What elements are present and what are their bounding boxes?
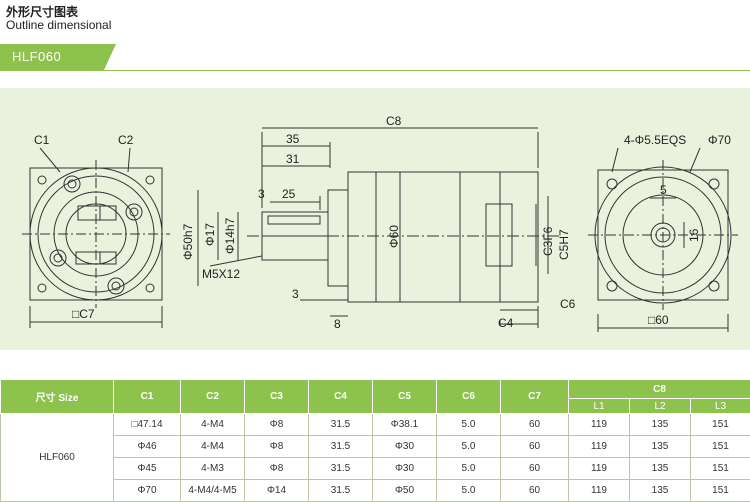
header-c3: C3 bbox=[244, 379, 309, 414]
table-cell: 4-M4/4-M5 bbox=[180, 479, 245, 502]
label-c3f6: C3F6 bbox=[541, 226, 555, 256]
table-cell: 5.0 bbox=[436, 457, 501, 480]
table-cell: Φ30 bbox=[372, 457, 437, 480]
size-cell: HLF060 bbox=[0, 413, 114, 502]
right-view bbox=[588, 147, 738, 332]
header-size: 尺寸 Size bbox=[0, 379, 114, 414]
table-cell: 151 bbox=[689, 457, 750, 480]
side-view bbox=[197, 127, 560, 328]
label-c5h7: C5H7 bbox=[557, 229, 571, 260]
table-cell: 151 bbox=[689, 435, 750, 458]
header-l1: L1 bbox=[568, 398, 630, 414]
label-c1: C1 bbox=[34, 133, 50, 147]
table-cell: Φ8 bbox=[244, 457, 309, 480]
table-cell: Φ8 bbox=[244, 435, 309, 458]
table-cell: Φ70 bbox=[113, 479, 181, 502]
label-16: 16 bbox=[687, 228, 701, 242]
label-d70: Φ70 bbox=[708, 133, 731, 147]
table-cell: Φ45 bbox=[113, 457, 181, 480]
label-d17: Φ17 bbox=[203, 223, 217, 246]
header-l3: L3 bbox=[689, 398, 750, 414]
table-cell: 119 bbox=[568, 413, 630, 436]
label-d50h7: Φ50h7 bbox=[181, 223, 195, 260]
header-l2: L2 bbox=[629, 398, 691, 414]
table-row: HLF060 □47.14 4-M4 Φ8 31.5 Φ38.1 5.0 60 … bbox=[0, 413, 750, 502]
divider-line bbox=[0, 70, 750, 71]
label-d60: Φ60 bbox=[387, 225, 401, 248]
table-cell: Φ8 bbox=[244, 413, 309, 436]
drawing-svg: C1 C2 □C7 C8 35 31 3 25 Φ50h7 Φ17 Φ14h7 … bbox=[22, 114, 738, 332]
header-c2: C2 bbox=[180, 379, 245, 414]
table-cell: Φ14 bbox=[244, 479, 309, 502]
model-tag: HLF060 bbox=[0, 44, 104, 70]
table-cell: 4-M3 bbox=[180, 457, 245, 480]
header-c7: C7 bbox=[500, 379, 569, 414]
table-cell: 5.0 bbox=[436, 479, 501, 502]
table-cell: 60 bbox=[500, 413, 569, 436]
table-cell: 31.5 bbox=[308, 457, 373, 480]
label-c4: C4 bbox=[498, 316, 514, 330]
table-cell: 31.5 bbox=[308, 413, 373, 436]
header-c8: C8 bbox=[567, 379, 750, 399]
table-cell: 31.5 bbox=[308, 435, 373, 458]
table-cell: Φ50 bbox=[372, 479, 437, 502]
label-c6: C6 bbox=[560, 297, 576, 311]
model-tag-notch bbox=[104, 44, 116, 70]
header-c5: C5 bbox=[372, 379, 437, 414]
section-title-en: Outline dimensional bbox=[6, 18, 112, 32]
table-cell: 60 bbox=[500, 457, 569, 480]
table-cell: Φ38.1 bbox=[372, 413, 437, 436]
header-c4: C4 bbox=[308, 379, 373, 414]
table-cell: 5.0 bbox=[436, 413, 501, 436]
table-cell: 135 bbox=[629, 435, 691, 458]
table-cell: Φ46 bbox=[113, 435, 181, 458]
table-row: Φ45 4-M3 Φ8 31.5 Φ30 5.0 60 119 135 151 bbox=[1, 457, 750, 480]
table-cell: 119 bbox=[568, 435, 630, 458]
outline-drawing: C1 C2 □C7 C8 35 31 3 25 Φ50h7 Φ17 Φ14h7 … bbox=[0, 88, 750, 350]
label-c8: C8 bbox=[386, 114, 402, 128]
table-cell: 4-M4 bbox=[180, 413, 245, 436]
table-cell: 151 bbox=[689, 479, 750, 502]
label-35: 35 bbox=[286, 132, 300, 146]
label-c2: C2 bbox=[118, 133, 134, 147]
table-cell: 60 bbox=[500, 435, 569, 458]
label-5: 5 bbox=[660, 183, 667, 197]
label-m5x12: M5X12 bbox=[202, 267, 240, 281]
table-cell: 119 bbox=[568, 479, 630, 502]
label-d14h7: Φ14h7 bbox=[223, 217, 237, 254]
table-cell: 4-M4 bbox=[180, 435, 245, 458]
label-25: 25 bbox=[282, 187, 296, 201]
table-cell: 135 bbox=[629, 413, 691, 436]
section-title-cn: 外形尺寸图表 bbox=[6, 5, 79, 19]
header-c1: C1 bbox=[113, 379, 181, 414]
table-cell: 135 bbox=[629, 479, 691, 502]
table-row: Φ46 4-M4 Φ8 31.5 Φ30 5.0 60 119 135 151 bbox=[1, 435, 750, 458]
label-sq60: □60 bbox=[648, 313, 669, 327]
table-cell: 151 bbox=[689, 413, 750, 436]
table-cell: 31.5 bbox=[308, 479, 373, 502]
table-cell: □47.14 bbox=[113, 413, 181, 436]
left-view bbox=[22, 147, 170, 328]
label-holes: 4-Φ5.5EQS bbox=[624, 133, 686, 147]
label-3a: 3 bbox=[258, 187, 265, 201]
table-cell: Φ30 bbox=[372, 435, 437, 458]
label-31: 31 bbox=[286, 152, 300, 166]
label-3b: 3 bbox=[292, 287, 299, 301]
spec-table: 尺寸 Size C1 C2 C3 C4 C5 C6 C7 C8 L1 L2 L3… bbox=[0, 379, 750, 502]
header-c6: C6 bbox=[436, 379, 501, 414]
table-cell: 135 bbox=[629, 457, 691, 480]
table-cell: 119 bbox=[568, 457, 630, 480]
table-row: Φ70 4-M4/4-M5 Φ14 31.5 Φ50 5.0 60 119 13… bbox=[1, 479, 750, 502]
table-cell: 60 bbox=[500, 479, 569, 502]
label-8: 8 bbox=[334, 317, 341, 331]
label-c7: □C7 bbox=[72, 307, 95, 321]
table-cell: 5.0 bbox=[436, 435, 501, 458]
